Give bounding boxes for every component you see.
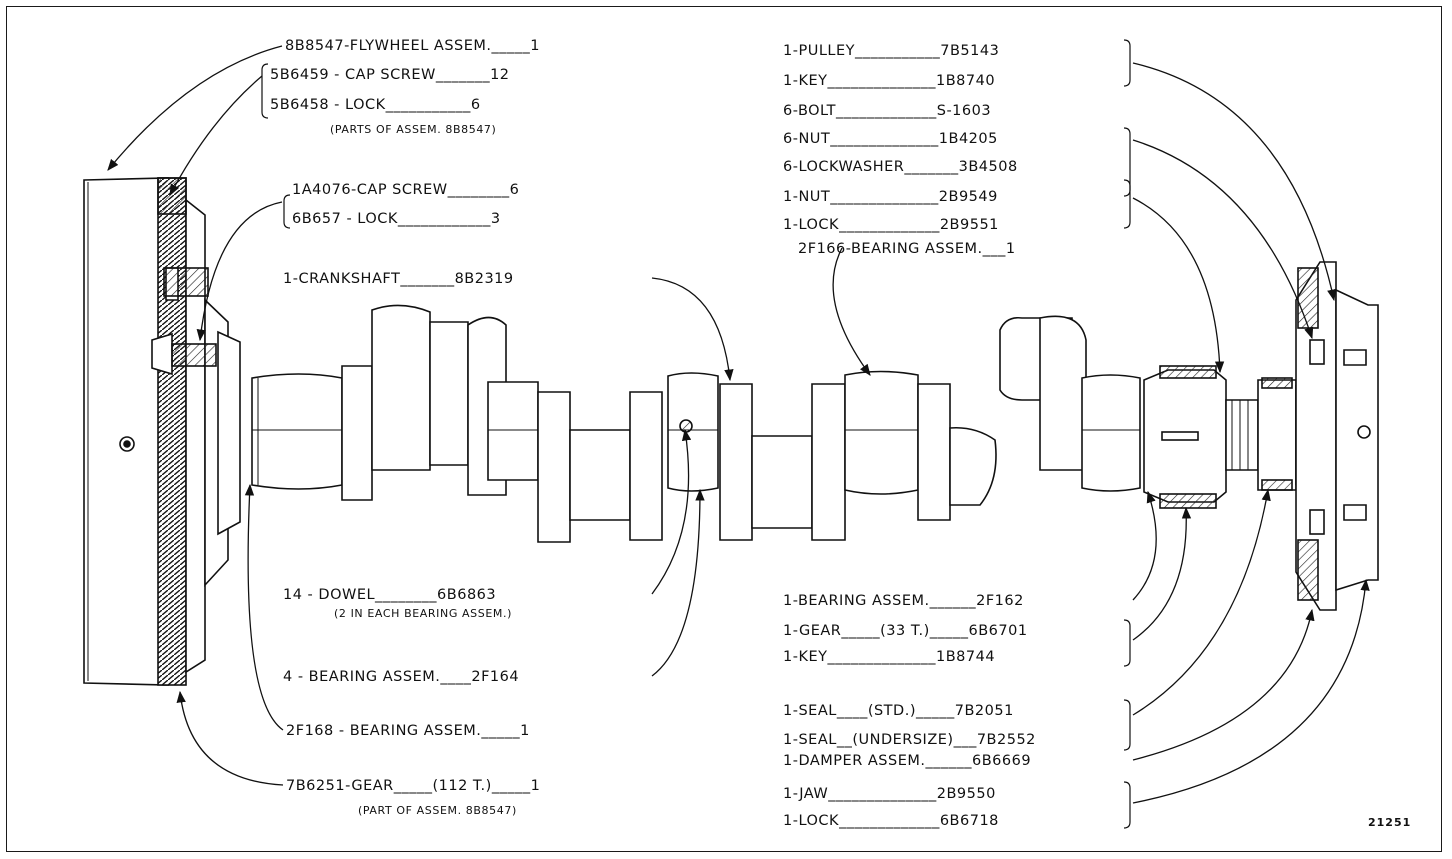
label-lock-2b9551: 1-LOCK_____________2B9551 [783, 217, 999, 233]
label-pulley: 1-PULLEY___________7B5143 [783, 43, 1000, 59]
label-bearing-assem-2f168: 2F168 - BEARING ASSEM._____1 [286, 723, 530, 739]
note-dowel-each-bearing: (2 IN EACH BEARING ASSEM.) [334, 607, 512, 620]
label-bearing-assem-2f162: 1-BEARING ASSEM.______2F162 [783, 593, 1024, 609]
crankshaft [251, 304, 997, 543]
label-crankshaft: 1-CRANKSHAFT_______8B2319 [283, 271, 514, 287]
label-lockwasher: 6-LOCKWASHER_______3B4508 [783, 159, 1018, 175]
flywheel [83, 177, 241, 686]
label-cap-screw-5b6459: 5B6459 - CAP SCREW_______12 [270, 67, 510, 83]
label-gear-7b6251: 7B6251-GEAR_____(112 T.)_____1 [286, 778, 541, 794]
label-dowel: 14 - DOWEL________6B6863 [283, 587, 497, 603]
label-lock-5b6458: 5B6458 - LOCK___________6 [270, 97, 481, 113]
label-key-1b8744: 1-KEY______________1B8744 [783, 649, 996, 665]
crankshaft-front-section [999, 261, 1379, 611]
label-bolt: 6-BOLT_____________S-1603 [783, 103, 992, 119]
label-bearing-assem-2f166: 2F166-BEARING ASSEM.___1 [798, 241, 1016, 257]
label-damper-assem: 1-DAMPER ASSEM.______6B6669 [783, 753, 1032, 769]
label-bearing-assem-2f164: 4 - BEARING ASSEM.____2F164 [283, 669, 520, 685]
note-part-of-assem: (PART OF ASSEM. 8B8547) [358, 804, 517, 817]
label-lock-6b657: 6B657 - LOCK____________3 [292, 211, 501, 227]
leader-lines [107, 45, 1370, 804]
label-nut-1b4205: 6-NUT______________1B4205 [783, 131, 998, 147]
label-seal-undersize: 1-SEAL__(UNDERSIZE)___7B2552 [783, 732, 1036, 748]
label-key-1b8740: 1-KEY______________1B8740 [783, 73, 996, 89]
label-seal-std: 1-SEAL____(STD.)_____7B2051 [783, 703, 1014, 719]
label-nut-2b9549: 1-NUT______________2B9549 [783, 189, 998, 205]
label-cap-screw-1a4076: 1A4076-CAP SCREW________6 [292, 182, 520, 198]
note-parts-of-assem: (PARTS OF ASSEM. 8B8547) [330, 123, 497, 136]
label-lock-6b6718: 1-LOCK_____________6B6718 [783, 813, 999, 829]
label-flywheel-assem: 8B8547-FLYWHEEL ASSEM._____1 [285, 38, 540, 54]
label-gear-6b6701: 1-GEAR_____(33 T.)_____6B6701 [783, 623, 1028, 639]
label-jaw: 1-JAW______________2B9550 [783, 786, 996, 802]
figure-number: 21251 [1368, 816, 1412, 829]
label-brackets [261, 39, 1131, 829]
